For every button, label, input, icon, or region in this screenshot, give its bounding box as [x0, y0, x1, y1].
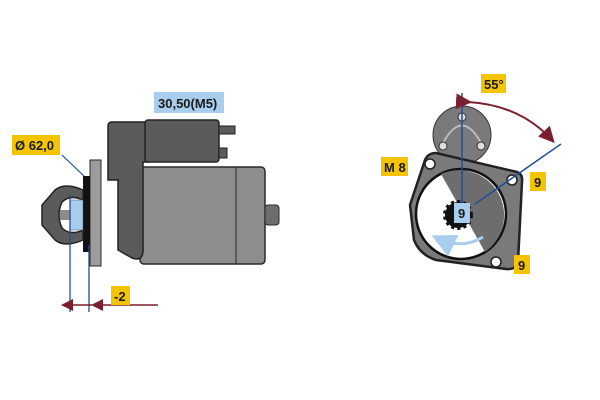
terminal-label: 30,50(M5) — [158, 96, 217, 111]
motor-body — [139, 166, 266, 265]
drive-housing — [107, 121, 149, 260]
thread-label: M 8 — [384, 160, 406, 175]
terminal-bottom — [218, 147, 228, 159]
angle-line — [474, 143, 562, 205]
mounting-hole — [506, 174, 518, 186]
diameter-label: Ø 62,0 — [15, 138, 54, 153]
angle-label: 55° — [484, 77, 504, 92]
mounting-hole — [490, 256, 502, 268]
motor-shaft — [264, 204, 280, 226]
front-view: 9 55° M 8 9 9 — [381, 74, 562, 274]
pinion-shaft — [60, 210, 72, 220]
diameter-leader — [61, 154, 85, 177]
offset-label: -2 — [114, 289, 126, 304]
teeth-label: 9 — [458, 206, 465, 221]
side-view: 30,50(M5) Ø 62,0 -2 — [12, 92, 280, 312]
flange-plate — [89, 159, 102, 267]
mounting-hole — [424, 158, 436, 170]
hole-bottom-label: 9 — [518, 258, 525, 273]
solenoid — [144, 119, 220, 163]
angle-arc — [455, 93, 555, 143]
hole-right-label: 9 — [534, 175, 541, 190]
terminal-top — [218, 125, 236, 135]
pinion-gear — [69, 199, 84, 231]
rotation-arrow — [431, 234, 484, 257]
nose-housing — [41, 185, 84, 245]
gasket — [83, 176, 90, 252]
